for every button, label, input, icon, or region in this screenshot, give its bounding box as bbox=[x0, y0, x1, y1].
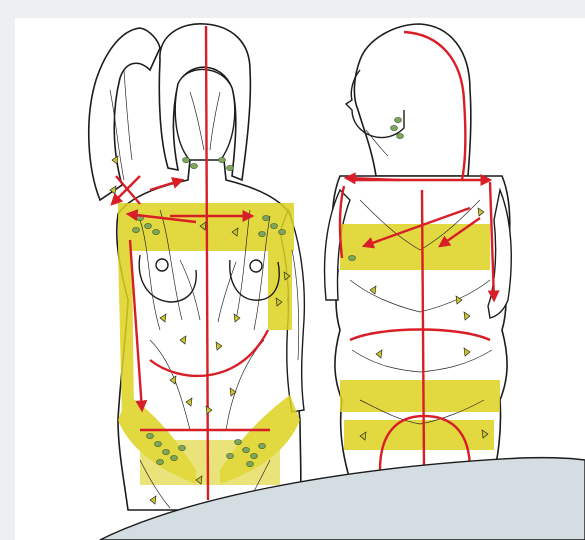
back-hair bbox=[354, 24, 470, 176]
front-face bbox=[175, 69, 235, 165]
front-raised-arm bbox=[89, 28, 160, 200]
back-figure bbox=[325, 24, 512, 480]
front-figure bbox=[89, 24, 305, 510]
